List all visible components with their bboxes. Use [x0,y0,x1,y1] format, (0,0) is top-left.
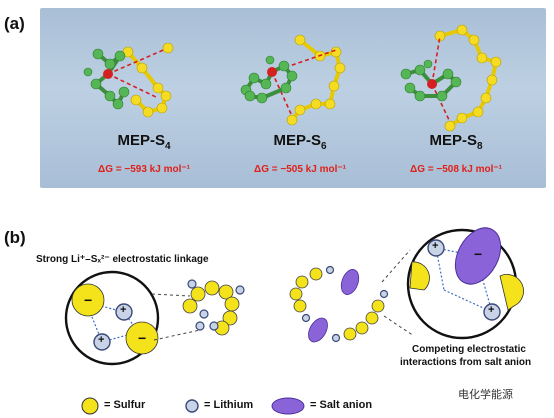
mep-s8-title: MEP-S8 [396,132,516,152]
mep-s6-structure [240,34,346,126]
left-caption: Strong Li⁺–Sₓ²⁻ electrostatic linkage [36,254,209,265]
lithium-charge-2: + [98,334,105,346]
mep-s6-delta-g: ΔG = −505 kJ mol⁻¹ [254,164,346,175]
left-sulfur-ring [182,279,245,336]
mep-s8-delta-g: ΔG = −508 kJ mol⁻¹ [410,164,502,175]
right-zoom-circle [406,227,524,340]
sulfur-charge-1: − [84,292,93,308]
lithium-charge-3: + [432,240,439,252]
legend-shapes [81,397,305,415]
panel-b-label: (b) [4,228,26,247]
lithium-charge-1: + [120,304,127,316]
mep-s6-subscript: 6 [320,141,327,152]
panel-a-background [40,8,546,188]
mep-s4-subscript: 4 [164,141,171,152]
watermark: 电化学能源 [458,389,513,401]
left-zoom-circle [64,270,160,366]
legend-anion-label: = Salt anion [310,399,373,411]
mep-s6-title: MEP-S6 [240,132,360,152]
mep-s6-name: MEP-S [273,132,321,149]
sulfur-charge-2: − [138,330,147,346]
panel-a-label: (a) [4,14,25,33]
mep-s8-structure [400,24,502,132]
mep-s4-structure [83,42,174,118]
mep-s8-subscript: 8 [476,141,483,152]
legend-sulfur-label: = Sulfur [104,399,146,411]
mep-s4-name: MEP-S [117,132,165,149]
lithium-charge-4: + [488,304,495,316]
anion-charge: − [474,246,483,262]
mep-s4-title: MEP-S4 [84,132,204,152]
mep-s4-delta-g: ΔG = −593 kJ mol⁻¹ [98,164,190,175]
mep-s8-name: MEP-S [429,132,477,149]
legend-lithium-label: = Lithium [204,399,254,411]
right-sulfur-ring [289,265,389,343]
right-caption-line1: Competing electrostatic [412,344,526,355]
right-caption-line2: interactions from salt anion [400,357,532,368]
